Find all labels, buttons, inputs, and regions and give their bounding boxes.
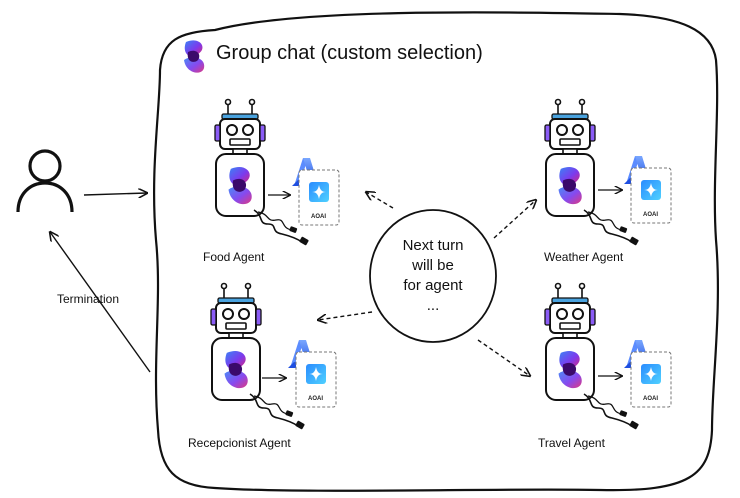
termination-arrow <box>50 232 151 373</box>
food-agent-aoai-label: AOAI <box>311 214 326 220</box>
selector-bubble <box>369 209 497 343</box>
arrow-to-travel-agent <box>477 339 530 376</box>
selector-bubble-text: Next turn will be for agent ... <box>380 236 486 316</box>
travel-agent-aoai-label: AOAI <box>643 396 658 402</box>
arrow-to-weather-agent <box>493 200 536 239</box>
weather-agent-label: Weather Agent <box>544 250 624 264</box>
diagram-title: Group chat (custom selection) <box>216 42 483 64</box>
bubble-line-3: for agent <box>403 277 463 294</box>
recepcionist-agent-label: Recepcionist Agent <box>188 436 291 450</box>
arrow-to-food-agent <box>366 192 394 209</box>
user-icon <box>16 149 74 213</box>
food-agent-label: Food Agent <box>203 250 265 264</box>
termination-label: Termination <box>57 292 120 306</box>
bubble-line-2: will be <box>412 257 454 274</box>
bubble-line-1: Next turn <box>402 237 464 254</box>
user-to-group-arrow <box>83 193 147 195</box>
weather-agent-aoai-label: AOAI <box>643 212 658 218</box>
bubble-line-4: ... <box>426 297 440 314</box>
travel-agent-label: Travel Agent <box>538 436 605 450</box>
recepcionist-agent-aoai-label: AOAI <box>308 396 323 402</box>
arrow-to-recepcionist-agent <box>318 311 373 320</box>
